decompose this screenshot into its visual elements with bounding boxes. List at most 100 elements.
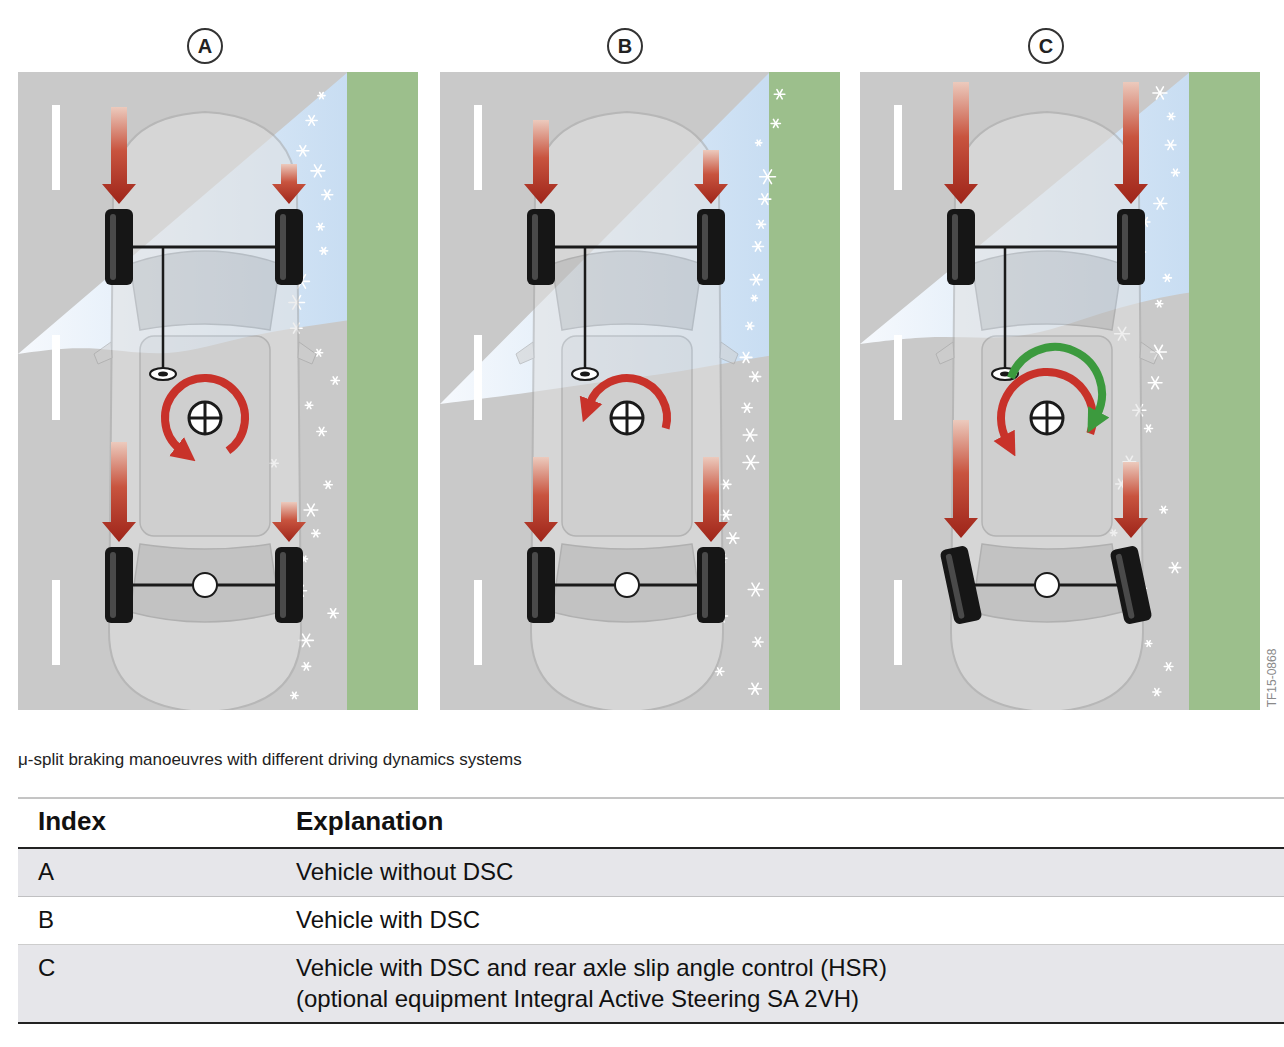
table-row <box>18 849 1284 897</box>
force-arrow <box>272 502 306 542</box>
force-arrow <box>102 442 136 542</box>
snowflake-stroke <box>309 116 315 126</box>
snowflake-stroke <box>1169 113 1173 120</box>
snowflake-stroke <box>1168 140 1173 149</box>
snowflake <box>721 480 731 488</box>
force-arrow <box>272 164 306 204</box>
snowflake-stroke <box>326 481 330 488</box>
table-cell: Vehicle with DSC <box>296 908 480 932</box>
snowflake <box>324 481 332 488</box>
snowflake-stroke <box>757 140 760 145</box>
snowflake-stroke <box>752 583 759 596</box>
roof <box>140 336 270 536</box>
panel <box>440 72 840 710</box>
snowflake-stroke <box>326 481 330 488</box>
table-cell: Vehicle without DSC <box>296 860 513 884</box>
snowflake-stroke <box>333 377 337 384</box>
force-arrow <box>944 82 978 204</box>
snowflake-stroke <box>752 683 758 694</box>
lane-marking <box>52 105 60 190</box>
snowflake-stroke <box>752 683 758 694</box>
snowflake <box>302 663 311 670</box>
snowflake <box>748 583 763 596</box>
snowflake-stroke <box>730 533 736 544</box>
mirror-right <box>298 342 316 364</box>
snowflake-stroke <box>757 140 760 145</box>
lane-marking <box>894 580 902 665</box>
snowflake-stroke <box>1166 663 1170 670</box>
snowflake <box>753 637 763 646</box>
snowflake <box>315 349 323 356</box>
car-body <box>94 112 316 710</box>
car-outline <box>109 112 301 710</box>
panel <box>860 72 1260 710</box>
snowflake-stroke <box>320 93 324 99</box>
roof <box>562 336 692 536</box>
grass-verge <box>347 72 418 710</box>
snowflake-stroke <box>314 530 318 537</box>
tyre-highlight <box>532 214 538 280</box>
snowflake <box>1172 169 1180 176</box>
snowflake-stroke <box>303 634 310 646</box>
snowflake <box>743 429 757 441</box>
snowflake <box>743 456 758 469</box>
differential <box>1035 573 1059 597</box>
centre-of-gravity <box>189 402 221 434</box>
centre-of-gravity <box>1031 402 1063 434</box>
snowflake-stroke <box>317 349 321 356</box>
yaw-moment-arrow <box>1001 372 1093 440</box>
snowflake-stroke <box>748 322 752 329</box>
wheel <box>105 547 133 623</box>
table-cell: B <box>38 908 54 932</box>
snowflake <box>1169 563 1180 573</box>
table-bottom-rule <box>18 1022 1284 1024</box>
car-outline <box>951 112 1143 710</box>
snowflake <box>727 533 739 544</box>
snowflake-stroke <box>773 119 778 127</box>
snowflake <box>328 609 338 618</box>
car-body <box>516 112 738 710</box>
snowflake-stroke <box>1155 689 1159 696</box>
front-axle <box>119 246 289 249</box>
force-arrow <box>694 457 728 542</box>
tyre <box>105 547 133 623</box>
snowflake-stroke <box>304 663 308 670</box>
lane-marking <box>52 335 60 420</box>
force-arrow <box>1114 82 1148 204</box>
snowflake <box>1165 140 1176 149</box>
grass-verge <box>769 72 840 710</box>
snowflake <box>750 372 761 382</box>
panel-letter-circle: B <box>607 28 643 64</box>
snowflake-stroke <box>730 533 736 544</box>
snowflake-stroke <box>759 220 763 228</box>
panel-letter-circle: A <box>187 28 223 64</box>
snowflake-stroke <box>759 220 763 228</box>
snowflake-stroke <box>747 429 754 441</box>
yaw-moment-arrow <box>165 378 245 451</box>
table-header-rule <box>18 847 1284 849</box>
snowflake <box>311 165 325 177</box>
snowflake-stroke <box>1162 506 1166 513</box>
rear-window <box>972 544 1122 622</box>
snowflake-stroke <box>307 402 311 409</box>
wheel <box>105 209 133 285</box>
snowflake-stroke <box>303 556 306 562</box>
snowflake <box>742 403 752 412</box>
snowflake-stroke <box>755 242 760 251</box>
tyre <box>1109 545 1152 625</box>
snowflake-stroke <box>1162 506 1166 513</box>
snowflake-stroke <box>1152 377 1159 389</box>
snowflake-stroke <box>331 609 336 618</box>
snowflake <box>1153 689 1161 696</box>
snowflake <box>759 194 771 204</box>
snowflake-stroke <box>303 634 310 646</box>
snowflake <box>756 140 762 145</box>
steering-column <box>162 247 165 368</box>
snowflake-stroke <box>1152 377 1159 389</box>
snowflake-stroke <box>752 583 759 596</box>
table-header: Explanation <box>296 808 443 834</box>
snowflake <box>317 223 325 230</box>
snowflake <box>749 683 762 694</box>
mirror-right <box>720 342 738 364</box>
